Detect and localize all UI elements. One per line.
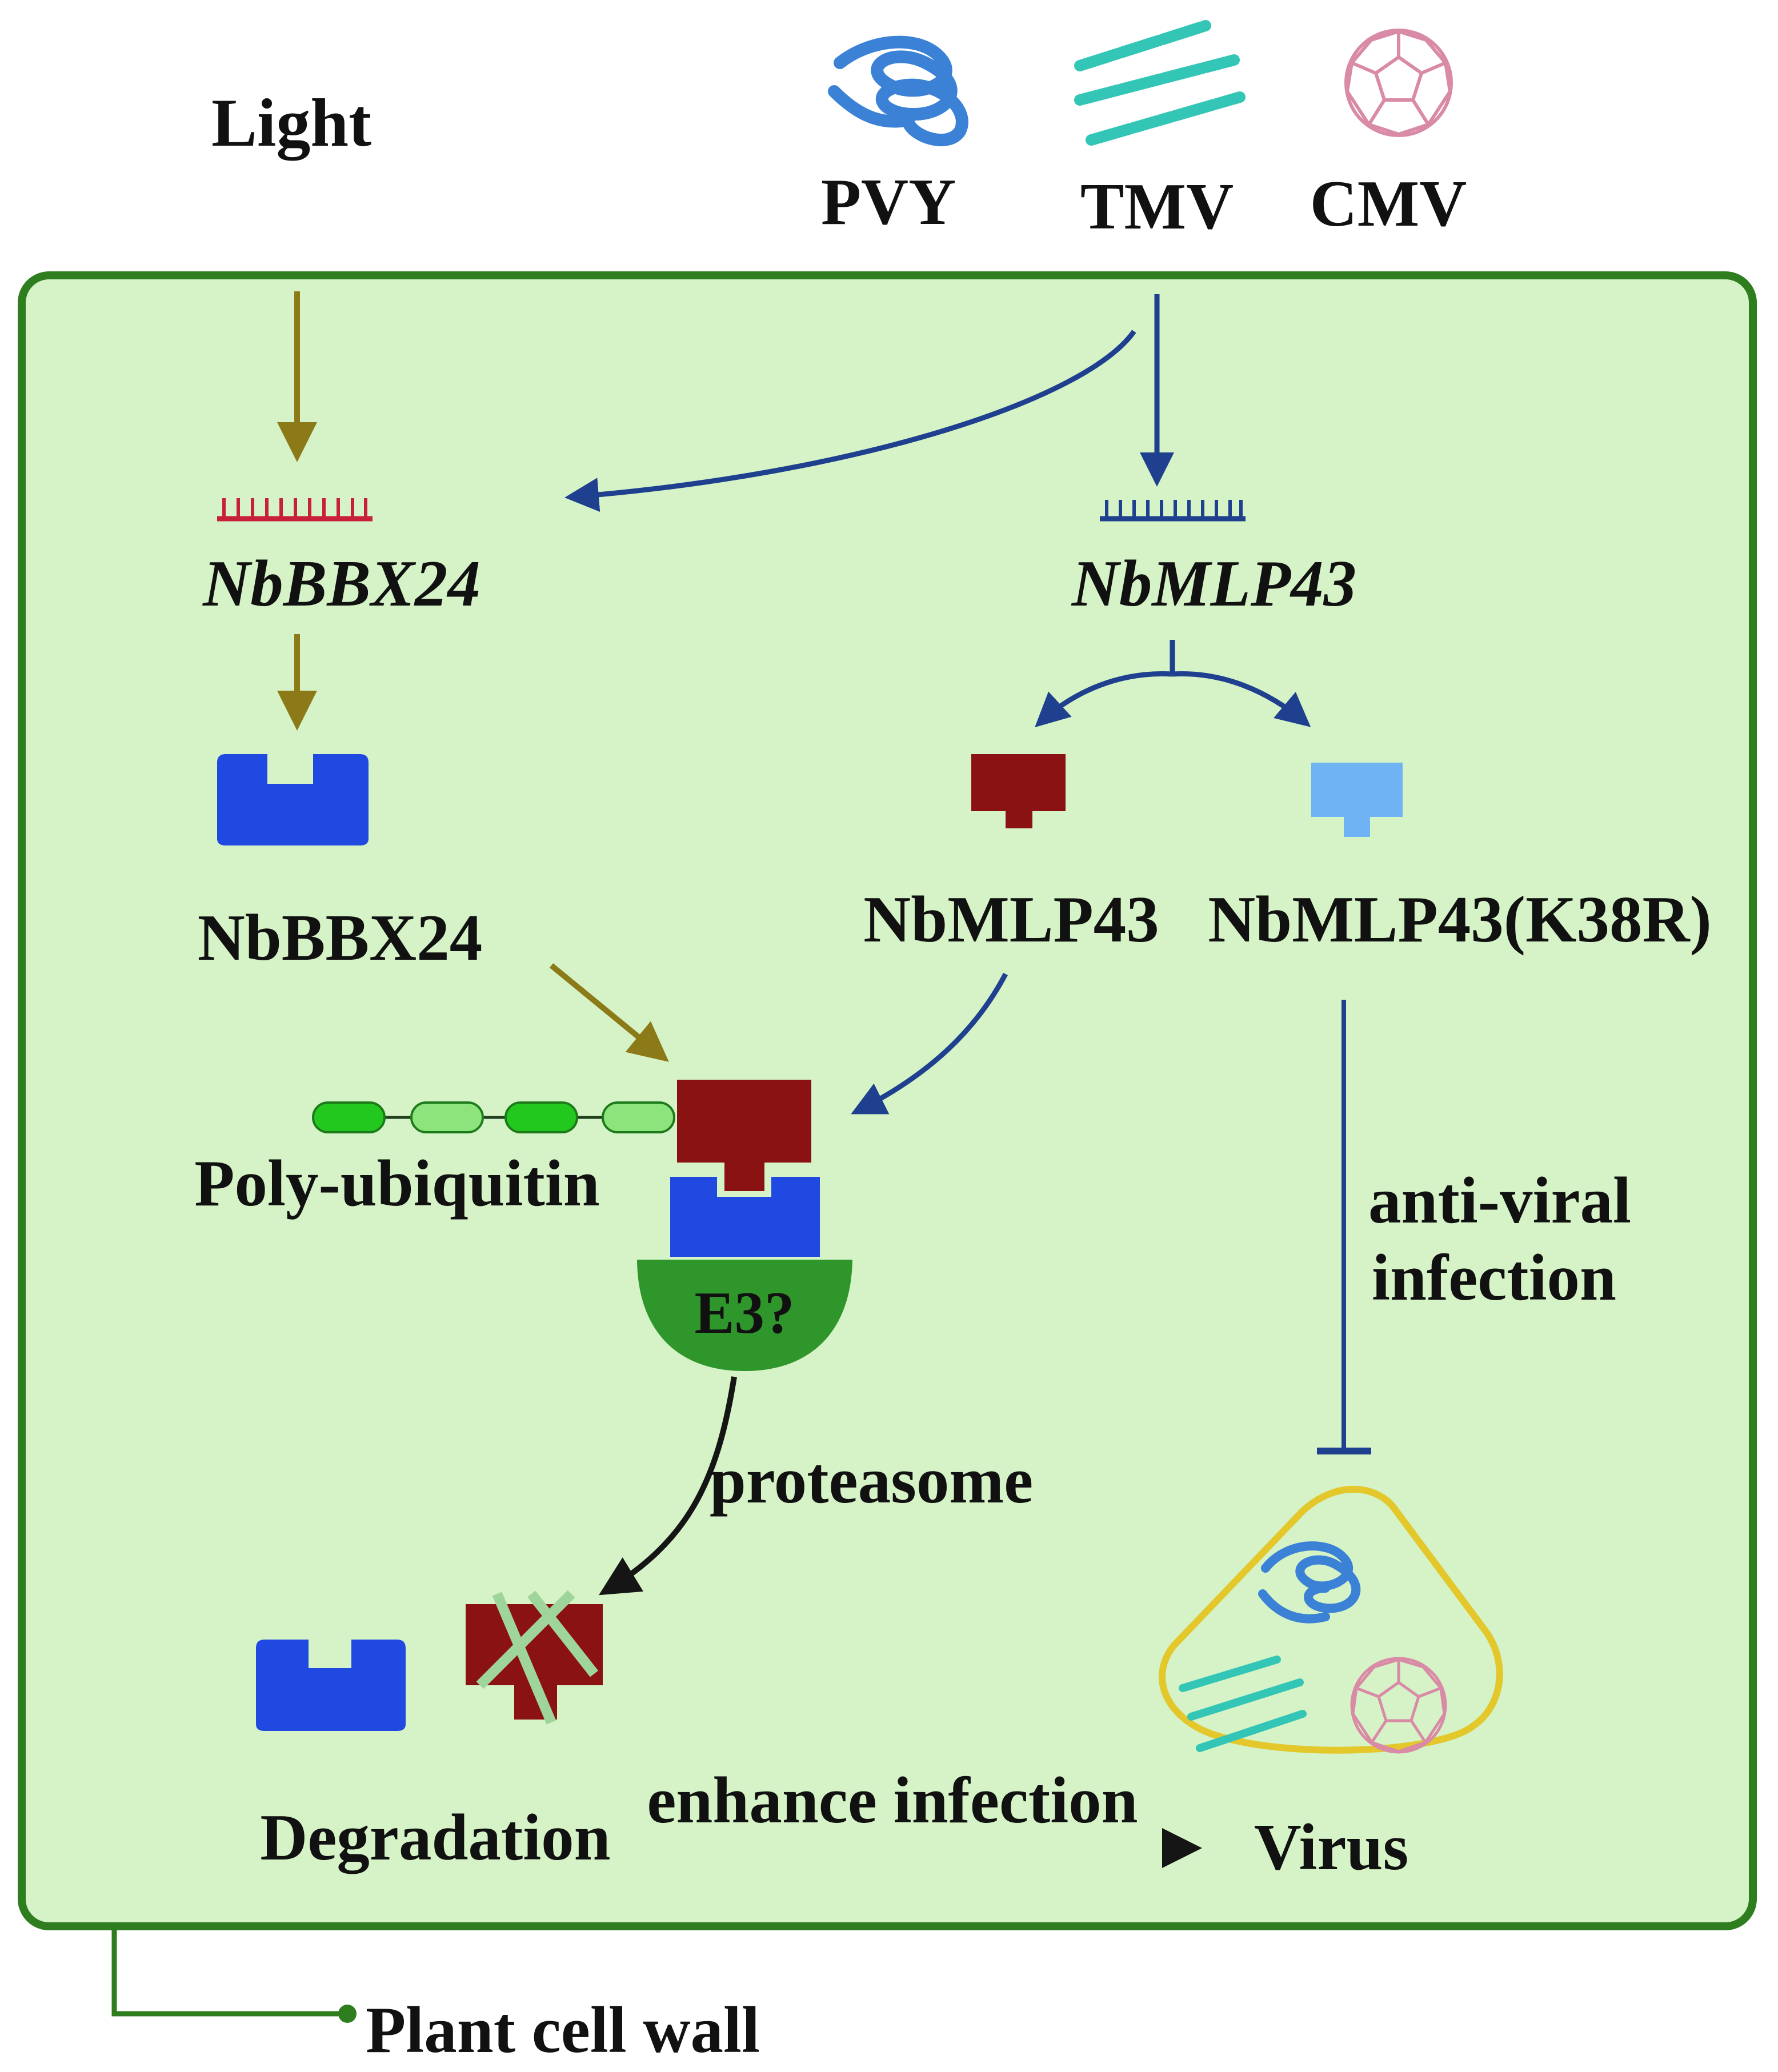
pvy-filament-icon [828,35,968,146]
poly-ubiquitin-label: Poly-ubiquitin [194,1147,599,1220]
nbbbx24-protein-icon [217,754,369,845]
virus-envelope-icon [1159,1485,1503,1754]
mlp43-to-complex-arrow [851,972,1008,1115]
tmv-rod-icon [1074,20,1246,146]
nbbbx24-gene-label: NbBBX24 [202,547,480,620]
degraded-nbbbx24-protein-icon [256,1640,406,1731]
mlp43-split-right-arrow [1172,671,1311,727]
e3-label: E3? [694,1279,794,1346]
nbbbx24-protein-label: NbBBX24 [198,901,482,974]
nbmlp43-gene-label: NbMLP43 [1071,547,1356,620]
cell-wall-callout-dot [338,2005,357,2023]
nbmlp43-protein-icon [971,754,1066,828]
bbx24-to-complex-arrow [549,963,669,1062]
virus-to-bbx24-arrow [564,330,1136,512]
cmv-label: CMV [1310,167,1467,240]
cell-wall-callout-line [111,1930,346,2017]
virus-cmv-icon [1350,1657,1447,1754]
nbmlp43-gene-icon [1100,500,1246,522]
nbbbx24-gene-icon [217,498,373,522]
pvy-label: PVY [821,166,956,238]
complex-nbbbx24-protein [670,1177,820,1257]
nbmlp43-protein-label: NbMLP43 [863,883,1159,956]
proteasome-label: proteasome [710,1444,1033,1517]
degradation-label: Degradation [260,1801,610,1874]
anti-viral-label-line2: infection [1372,1241,1616,1314]
light-label: Light [211,85,371,161]
nbmlp43-k38r-protein-label: NbMLP43(K38R) [1208,883,1712,956]
complex-nbmlp43-protein [677,1080,811,1191]
virus-pvy-icon [1258,1541,1361,1624]
e3-ligase-icon [637,1260,852,1371]
enhance-infection-label: enhance infection [647,1764,1138,1837]
nbmlp43-k38r-protein-icon [1311,763,1403,837]
proteasome-arrow [599,1376,737,1596]
tmv-label: TMV [1080,170,1234,243]
virus-tmv-icon [1179,1656,1307,1752]
virus-label: Virus [1254,1811,1409,1883]
cmv-icosahedron-icon [1344,29,1453,137]
degraded-nbmlp43-protein-icon [466,1590,603,1725]
anti-viral-label-line1: anti-viral [1368,1164,1631,1237]
poly-ubiquitin-chain-icon [312,1101,675,1133]
plant-cell-wall-label: Plant cell wall [366,1994,760,2066]
mlp43-split-left-arrow [1035,671,1173,728]
